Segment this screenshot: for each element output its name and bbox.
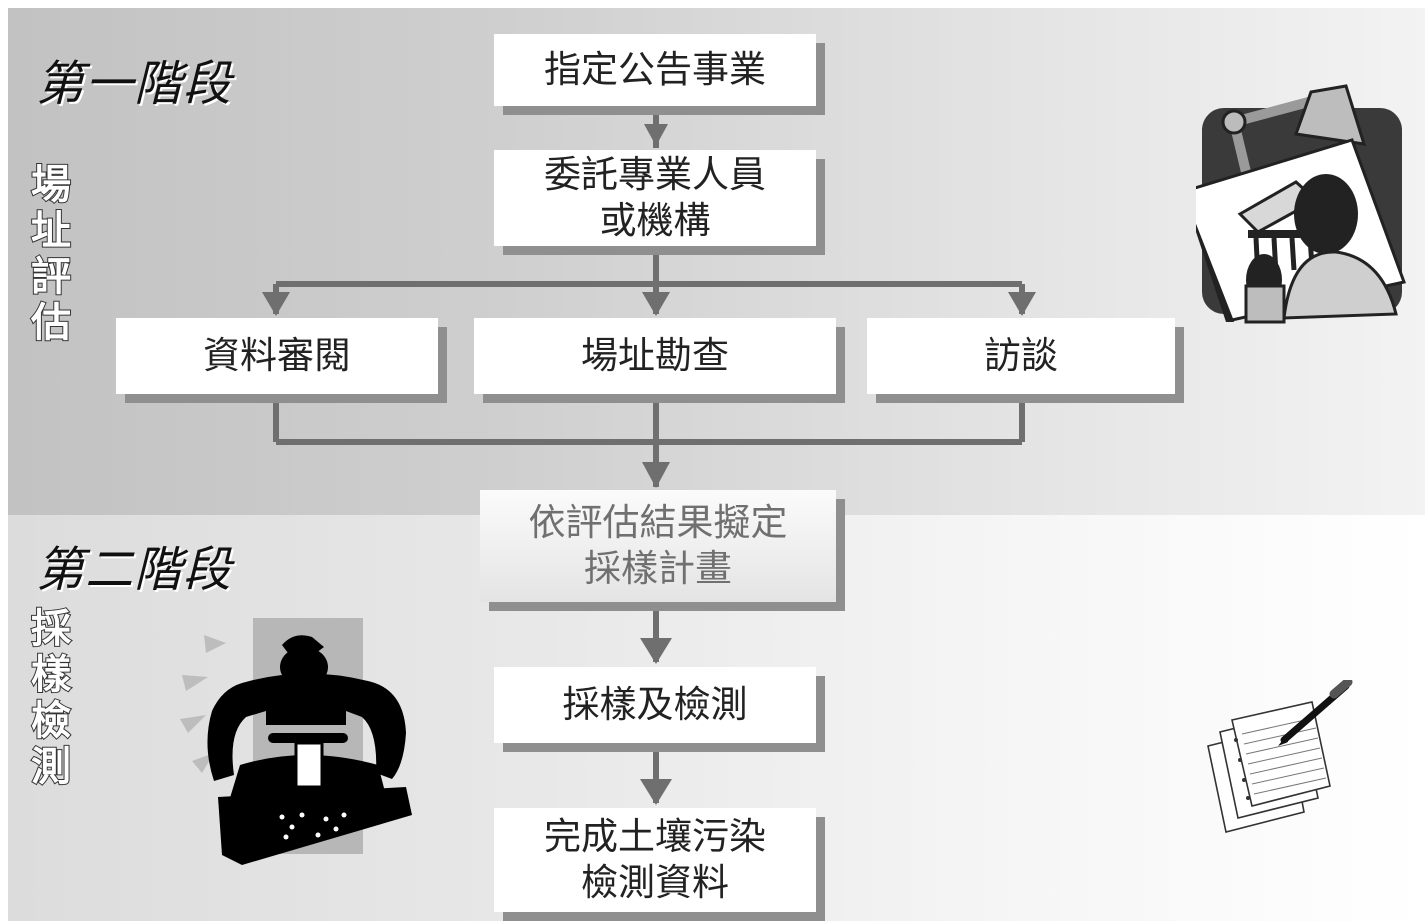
stage-two-side-label: 採 樣 檢 測 (26, 605, 76, 791)
step-designate-box: 指定公告事業 (494, 34, 816, 106)
side-char: 檢 (30, 697, 72, 745)
side-char: 估 (30, 299, 72, 347)
stage-one-side-label: 場 址 評 估 (26, 161, 76, 347)
architect-drafting-icon (1196, 84, 1406, 324)
step-site-survey-box: 場址勘查 (474, 318, 836, 394)
side-char: 採 (30, 605, 72, 653)
side-char: 測 (30, 743, 72, 791)
arrowhead (1008, 292, 1036, 316)
step-commission-box: 委託專業人員 或機構 (494, 150, 816, 246)
stage-one-title: 第一階段 (36, 56, 233, 112)
step-sampling-box: 採樣及檢測 (494, 667, 816, 743)
stage-two-title: 第二階段 (36, 542, 233, 598)
arrowhead (640, 638, 672, 664)
arrowhead (642, 292, 670, 316)
paper-and-pen-icon (1207, 680, 1353, 833)
side-char: 樣 (30, 651, 72, 699)
step-plan-box: 依評估結果擬定 採樣計畫 (480, 490, 836, 602)
arrowhead (640, 779, 672, 805)
arrowhead (642, 462, 670, 488)
step-interview-box: 訪談 (867, 318, 1175, 394)
worker-jackhammer-icon (180, 618, 412, 865)
side-char: 評 (30, 253, 72, 301)
step-review-box: 資料審閱 (116, 318, 438, 394)
side-char: 場 (30, 161, 72, 209)
side-char: 址 (30, 207, 72, 255)
step-complete-box: 完成土壤污染 檢測資料 (494, 808, 816, 912)
arrowhead (644, 124, 668, 146)
arrowhead (262, 292, 290, 316)
